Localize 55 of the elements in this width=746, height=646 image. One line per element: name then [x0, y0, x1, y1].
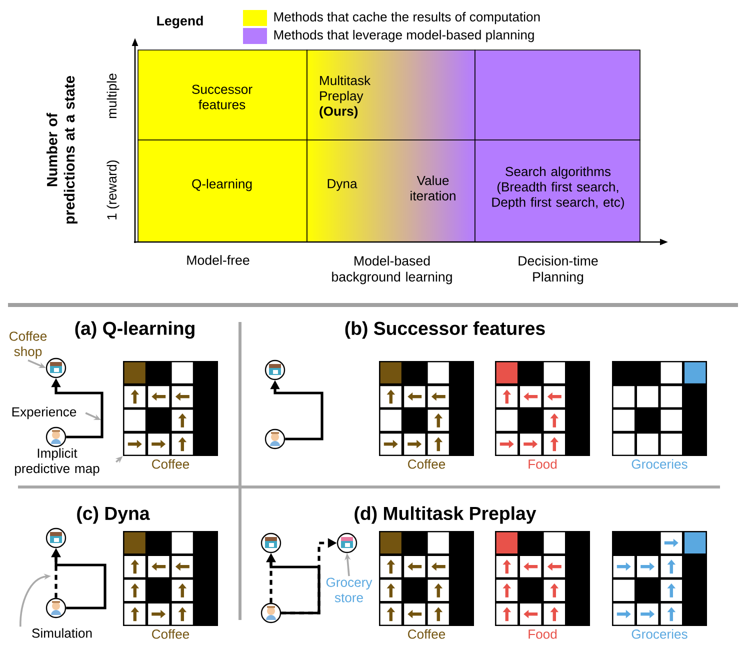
quadrant-cell: [138, 140, 308, 242]
quadrant-cell: [306, 50, 476, 140]
quadrant-cell: [474, 50, 640, 140]
cell-text: Value iteration: [410, 176, 456, 200]
cell-text: Dyna: [328, 179, 358, 191]
grid-caption: Coffee: [152, 459, 190, 469]
annotation-text: Experience: [12, 406, 76, 420]
person-icon: [46, 426, 66, 448]
annotation-text: Simulation: [32, 628, 92, 638]
person-icon: [46, 598, 66, 618]
grid-caption: Coffee: [408, 459, 446, 469]
cell-text: Multitask Preplay (Ours): [320, 76, 371, 118]
tick-label: 1 (reward): [106, 160, 120, 220]
grid-caption: Coffee: [408, 629, 446, 639]
grid-world-drawing: [612, 361, 707, 456]
grid-world-drawing: [612, 531, 707, 626]
grid-caption: Food: [528, 629, 557, 639]
store-icon: [260, 532, 282, 554]
store-icon: [46, 528, 66, 548]
grid-world-drawing: [123, 361, 218, 456]
legend-text: Methods that leverage model-based planning: [274, 30, 534, 42]
grid-world-drawing: [123, 531, 218, 626]
cell-text: Successor features: [192, 84, 252, 110]
quadrant-cell: [306, 140, 476, 242]
person-icon: [260, 602, 282, 624]
grid-caption: Groceries: [632, 459, 688, 469]
legend-text: Methods that cache the results of computation: [274, 12, 540, 24]
quadrant-cell: [474, 140, 640, 242]
annotation-text: Coffee shop: [10, 331, 47, 359]
person-icon: [264, 428, 286, 450]
legend-title: Legend: [157, 16, 203, 28]
store-icon: [264, 360, 286, 380]
panel-title: (d) Multitask Preplay: [354, 506, 536, 524]
annotation-text: Grocery store: [326, 578, 372, 602]
cell-text: Search algorithms (Breadth first search, Depth first search, etc): [492, 166, 624, 210]
axis-title: Number of predictions at a state: [46, 76, 78, 224]
panel-title: (a) Q-learning: [75, 321, 194, 339]
store-icon: [336, 532, 358, 554]
grid-caption: Coffee: [152, 629, 190, 639]
tick-label: Decision-time Planning: [518, 256, 598, 284]
annotation-text: Implicit predictive map: [15, 448, 100, 476]
grid-caption: Groceries: [632, 629, 688, 639]
tick-label: Model-based background learning: [332, 256, 452, 284]
grid-world-drawing: [495, 531, 590, 626]
tick-label: Model-free: [187, 255, 250, 265]
grid-world-drawing: [379, 361, 474, 456]
tick-label: multiple: [106, 74, 120, 118]
store-icon: [46, 358, 66, 378]
cell-text: Q-learning: [192, 178, 252, 192]
grid-world-drawing: [495, 361, 590, 456]
grid-world-drawing: [379, 531, 474, 626]
grid-caption: Food: [528, 459, 557, 469]
quadrant-cell: [138, 50, 308, 140]
panel-title: (c) Dyna: [77, 506, 150, 524]
panel-title: (b) Successor features: [345, 321, 545, 339]
